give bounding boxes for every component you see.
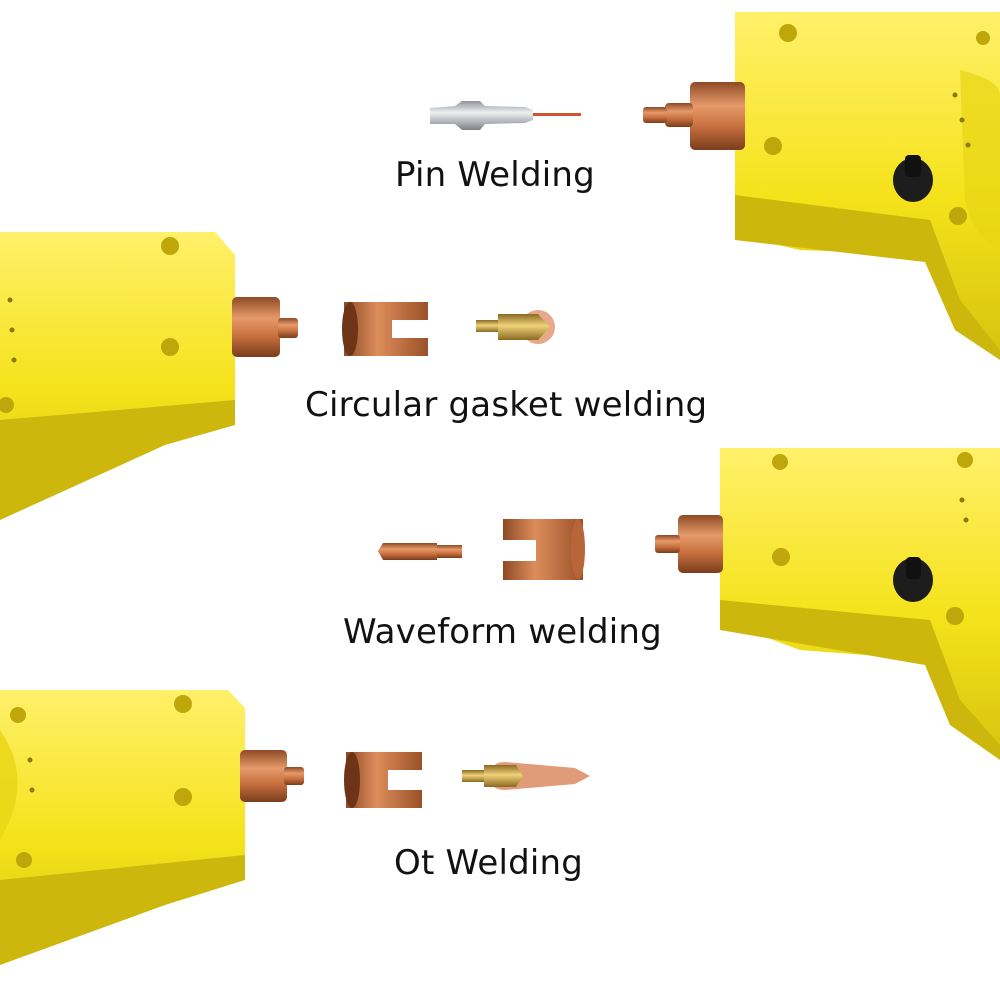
caption-ot-welding: Ot Welding	[394, 843, 584, 883]
pin-electrode	[430, 101, 581, 130]
waveform-electrode	[378, 543, 462, 560]
caption-circular-gasket-welding: Circular gasket welding	[305, 385, 708, 425]
ot-electrode	[462, 762, 590, 790]
ot-sleeve	[344, 752, 422, 808]
welder-gun-mid-right	[655, 448, 1000, 760]
welder-gun-mid-left	[0, 232, 298, 520]
caption-pin-welding: Pin Welding	[395, 155, 595, 195]
welder-gun-bottom-left	[0, 690, 304, 965]
waveform-sleeve	[503, 519, 585, 580]
caption-waveform-welding: Waveform welding	[343, 612, 662, 652]
copper-holder	[690, 82, 745, 150]
circular-gasket-electrode	[476, 310, 555, 344]
circular-gasket-sleeve	[342, 302, 428, 356]
welder-gun-top-right	[643, 12, 1000, 360]
